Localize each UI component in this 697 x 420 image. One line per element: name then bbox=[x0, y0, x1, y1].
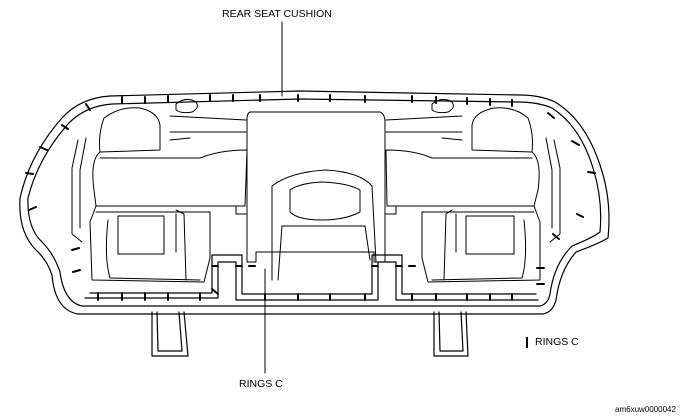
ring-ticks-outer bbox=[25, 94, 596, 285]
leader-lines bbox=[264, 21, 283, 374]
ring-ticks-bottom bbox=[97, 265, 513, 301]
left-mounting-bracket bbox=[151, 311, 189, 357]
legend-label: RINGS C bbox=[535, 336, 579, 348]
rear-seat-cushion-label: REAR SEAT CUSHION bbox=[222, 8, 332, 20]
ring-marker-icon bbox=[526, 336, 528, 348]
right-seat-section bbox=[385, 98, 561, 283]
rings-c-label: RINGS C bbox=[239, 378, 283, 390]
cushion-outline bbox=[19, 90, 610, 315]
bottom-ring-run bbox=[84, 254, 539, 301]
right-mounting-bracket bbox=[433, 311, 469, 357]
legend: RINGS C bbox=[526, 336, 579, 348]
figure-id: am6xuw0000042 bbox=[615, 405, 676, 414]
left-seat-section bbox=[71, 98, 248, 283]
center-panel bbox=[246, 111, 386, 281]
